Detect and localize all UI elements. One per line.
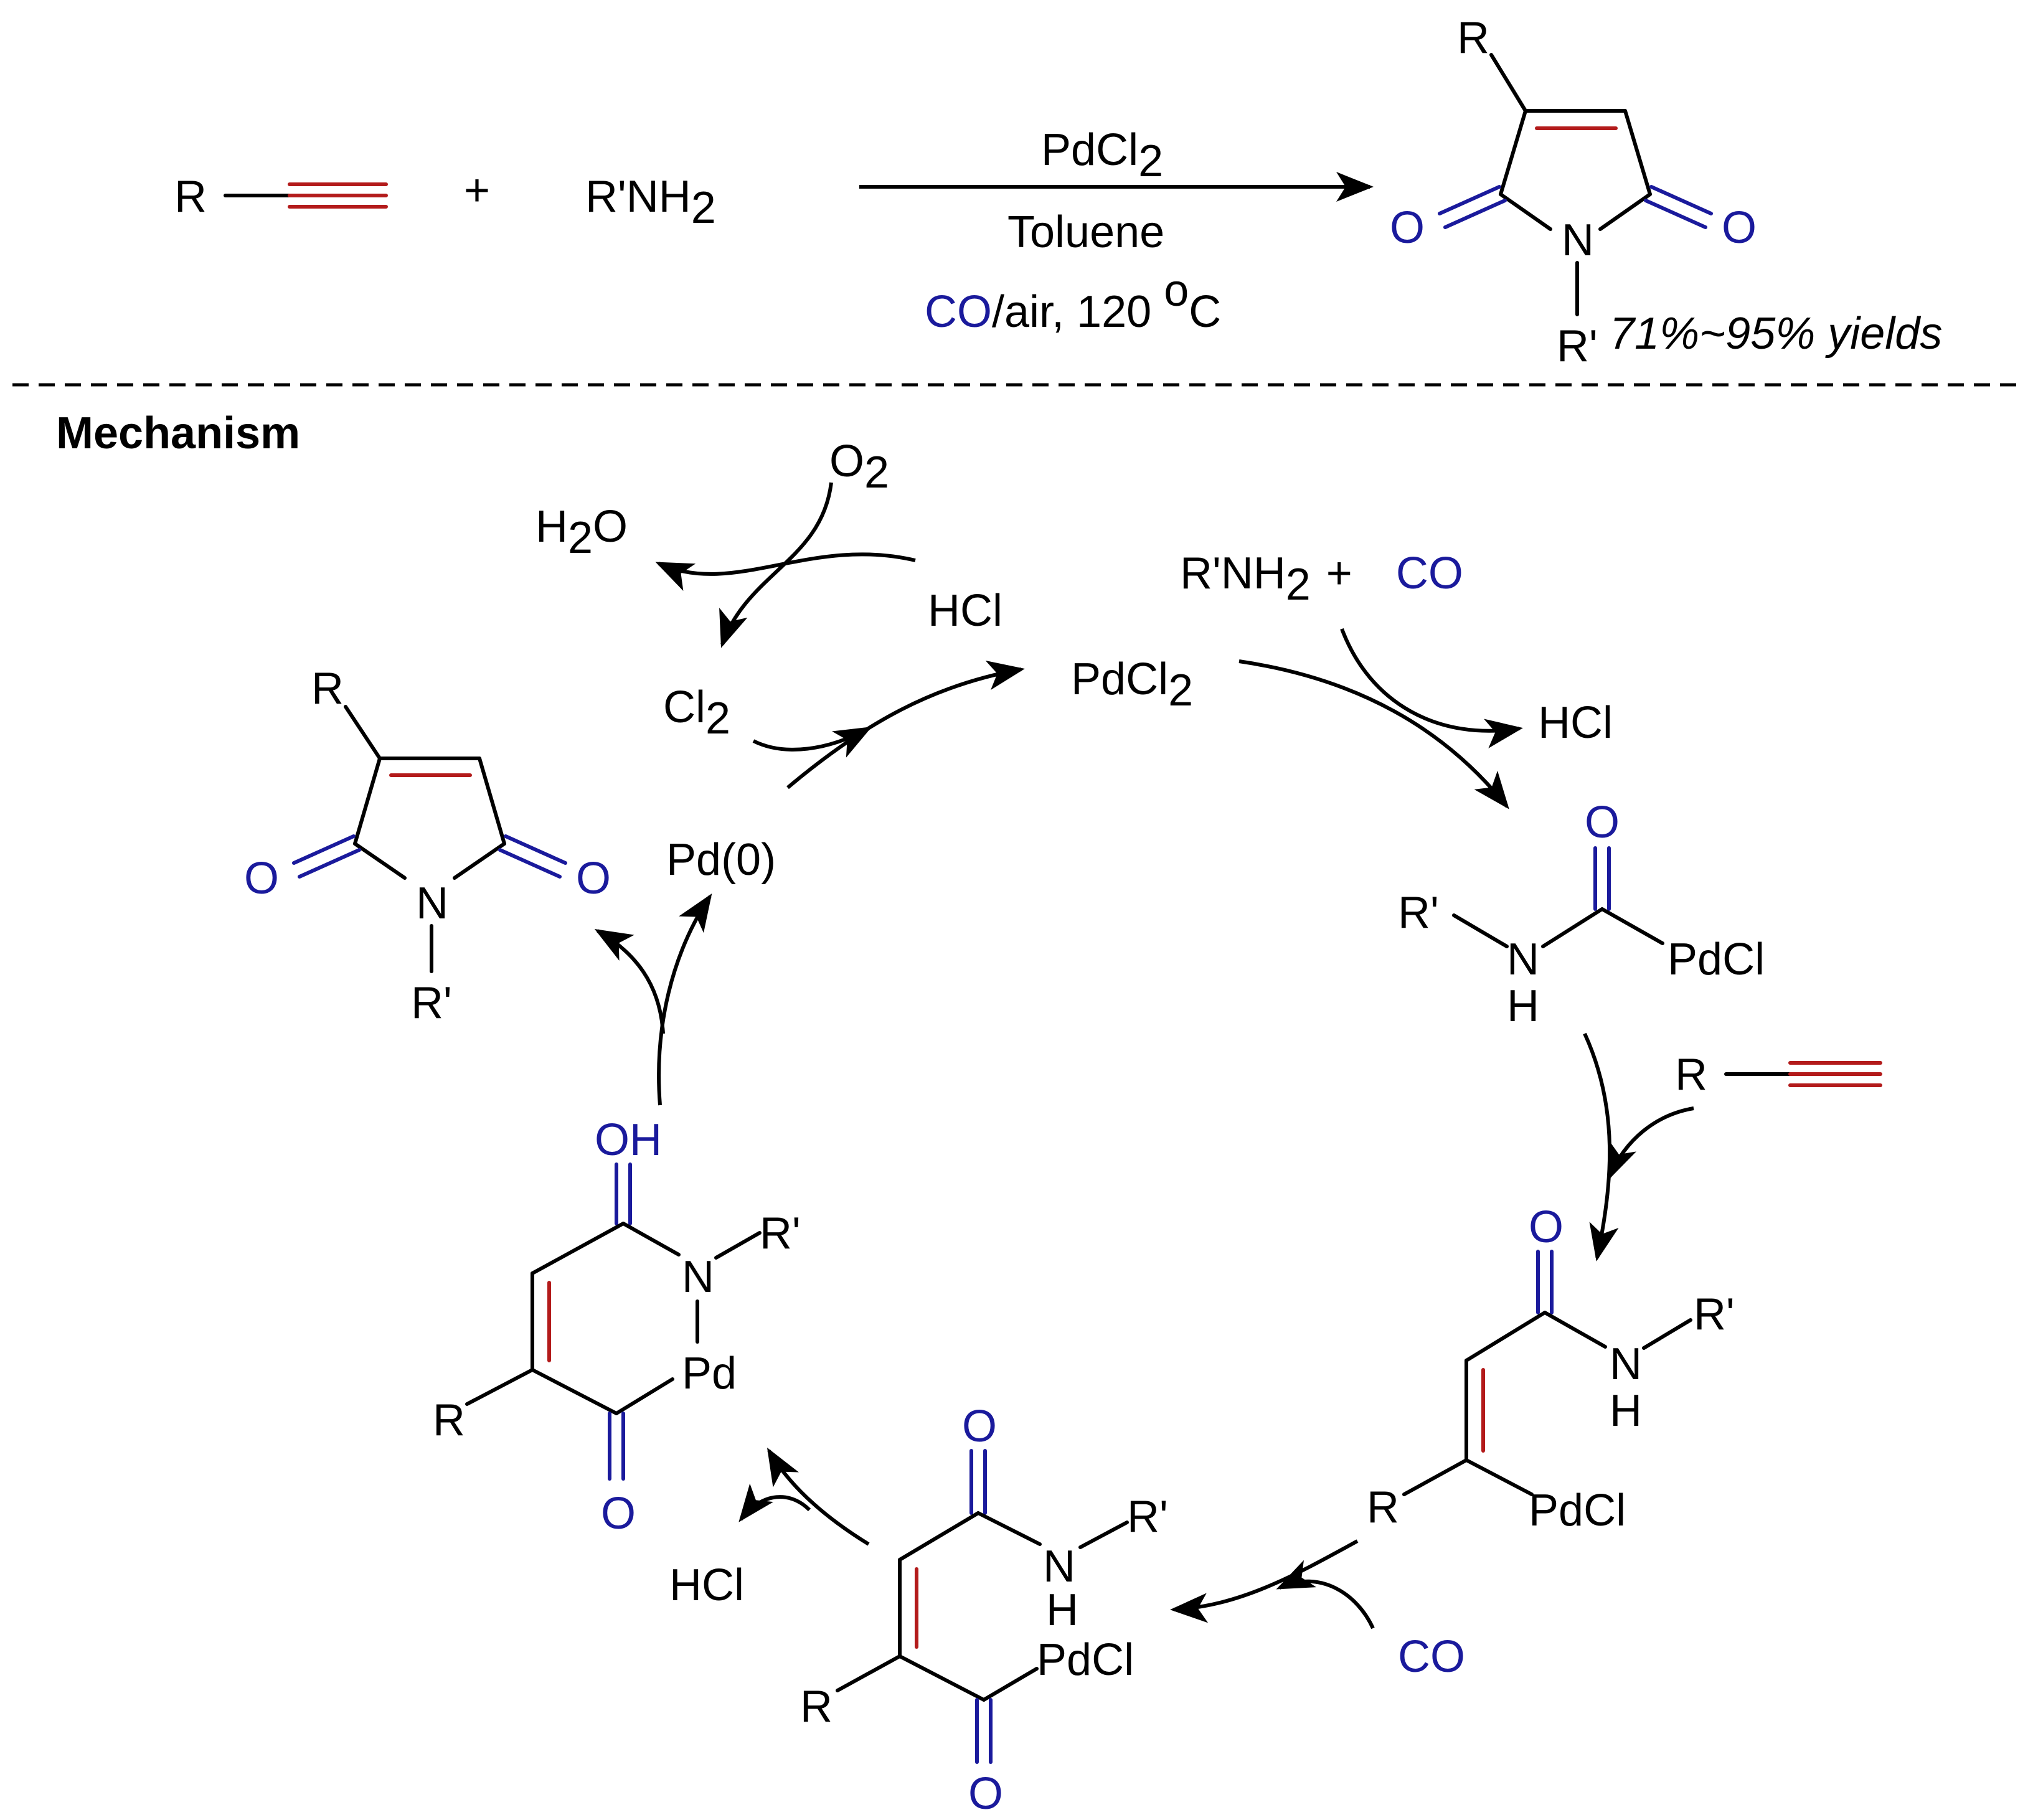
int4-o: O [601,1489,636,1539]
int3-h: H [1046,1585,1078,1635]
int3-r: R [800,1682,833,1732]
int2-r: R [1367,1483,1399,1532]
maleimide-product-mechanism: R O O N R' [244,664,611,1028]
int3-to-int4-arrow [767,1447,870,1546]
int4-oh: OH [595,1115,662,1165]
cl2-label: Cl2 [663,682,730,743]
int3-r-prime: R' [1127,1492,1168,1542]
int2-n: N [1610,1339,1642,1389]
pd0-to-pdcl2-arrow [786,660,1025,790]
int1-pdcl: PdCl [1667,935,1765,984]
o2-label: O2 [829,436,889,497]
product-mech-o-right: O [576,854,611,903]
pd0-label: Pd(0) [666,835,776,885]
int4-to-pd0-arrow [657,893,712,1106]
maleimide-product-top: R O O N R' [1390,13,1757,371]
hcl-right-label: HCl [1538,698,1613,748]
product-top-o-right: O [1722,203,1757,253]
int3-o-bottom: O [968,1769,1003,1819]
intermediate-2: O N H R' R PdCl [1367,1202,1735,1535]
conditions-label: CO/air, 120 oC [925,266,1221,337]
product-mech-o-left: O [244,854,279,903]
int2-to-int3-arrow [1170,1539,1359,1623]
intermediate-3: O N H R' R PdCl O [800,1402,1168,1819]
intermediate-4: OH N R' Pd R O [433,1115,801,1539]
pdcl2-to-int1-arrow [1238,659,1509,809]
product-mech-r-prime: R' [411,978,452,1028]
alkyne-triple-bond [288,182,388,209]
product-mech-r: R [311,664,344,714]
int2-h: H [1610,1386,1642,1436]
int4-to-product-arrow [594,928,665,1034]
co-bottom-label: CO [1398,1632,1465,1682]
alkyne-r-mech: R [1675,1050,1707,1100]
int2-o: O [1529,1202,1564,1252]
co-join-arrow [1276,1560,1375,1629]
int4-r-prime: R' [760,1209,801,1258]
int1-h: H [1507,981,1539,1031]
plus-sign: + [464,166,490,215]
hcl-top-label: HCl [928,586,1002,636]
int4-r: R [433,1395,465,1445]
int4-n: N [682,1252,714,1302]
amine-to-hcl-arrow [1340,628,1523,748]
product-top-n: N [1562,215,1594,265]
int1-r-prime: R' [1398,888,1439,938]
mechanism-cycle: O2 H2O HCl Cl2 PdCl2 Pd(0) R'NH2+CO HCl … [244,436,1882,1819]
catalyst-label: PdCl2 [1041,125,1163,186]
product-top-o-left: O [1390,203,1425,253]
product-mech-n: N [416,879,448,928]
overall-reaction: R + R'NH2 PdCl2 Toluene CO/air, 120 oC R [174,13,1942,371]
amine-co-label: R'NH2+CO [1180,549,1463,610]
amine-reactant: R'NH2 [585,172,716,233]
int1-o: O [1585,798,1620,847]
pdcl2-label: PdCl2 [1071,654,1193,715]
int3-n: N [1043,1542,1075,1591]
int3-o-top: O [962,1402,997,1451]
alkyne-r-label: R [174,172,207,222]
solvent-label: Toluene [1007,207,1164,257]
hcl-to-h2o-arrow [655,552,916,592]
int3-pdcl: PdCl [1037,1635,1134,1685]
yields-label: 71%~95% yields [1610,309,1942,359]
product-top-r-prime: R' [1557,321,1598,371]
product-top-r: R [1457,13,1489,63]
int1-n: N [1507,935,1539,984]
cl2-join-arrow [752,727,872,758]
mechanism-heading: Mechanism [56,408,300,458]
alkyne-join-arrow [1608,1106,1694,1181]
int1-to-int2-arrow [1583,1032,1619,1261]
h2o-label: H2O [535,502,628,563]
hcl-bottom-left-label: HCl [669,1560,744,1610]
intermediate-1: O R' N H PdCl [1398,798,1765,1031]
int2-pdcl: PdCl [1529,1486,1626,1535]
alkyne-triple-bond-mech [1788,1061,1882,1087]
int2-r-prime: R' [1694,1290,1735,1339]
int4-pd: Pd [682,1349,737,1398]
hcl-release-arrow [738,1483,811,1522]
